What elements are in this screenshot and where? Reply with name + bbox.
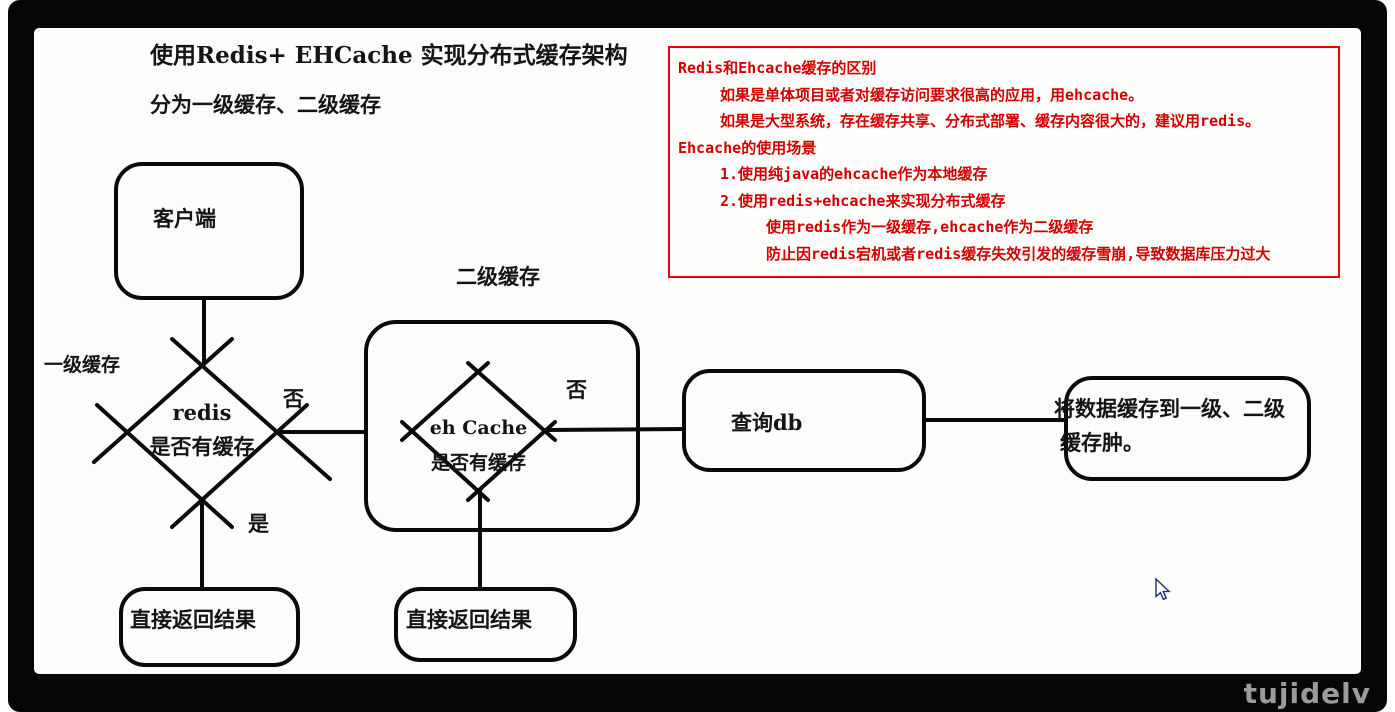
note-line: Redis和Ehcache缓存的区别 xyxy=(678,59,877,77)
return-left-label: 直接返回结果 xyxy=(130,607,256,632)
ehcache-diamond-label-1: eh Cache xyxy=(429,417,528,439)
note-line: 如果是单体项目或者对缓存访问要求很高的应用，用ehcache。 xyxy=(720,85,1144,104)
notes-panel: Redis和Ehcache缓存的区别 如果是单体项目或者对缓存访问要求很高的应用… xyxy=(668,46,1340,278)
redis-diamond-label-1: redis xyxy=(172,400,232,425)
level2-cache-label: 二级缓存 xyxy=(456,264,540,289)
branch-yes-label: 是 xyxy=(248,511,269,536)
store-node-label-1: 将数据缓存到一级、二级 xyxy=(1054,396,1285,421)
note-line: 2.使用redis+ehcache来实现分布式缓存 xyxy=(720,191,1006,210)
client-node-label: 客户端 xyxy=(153,206,216,231)
branch-no-label-2: 否 xyxy=(566,377,587,402)
note-line: 如果是大型系统，存在缓存共享、分布式部署、缓存内容很大的，建议用redis。 xyxy=(720,112,1261,130)
note-line: 1.使用纯java的ehcache作为本地缓存 xyxy=(720,165,988,183)
watermark: tujidelv xyxy=(1243,677,1371,710)
note-line: Ehcache的使用场景 xyxy=(678,138,817,157)
redis-diamond-label-2: 是否有缓存 xyxy=(149,434,255,459)
querydb-node-label: 查询db xyxy=(731,410,803,435)
branch-no-label-1: 否 xyxy=(283,386,304,411)
return-mid-label: 直接返回结果 xyxy=(406,607,532,632)
page-title: 使用Redis+ EHCache 实现分布式缓存架构 xyxy=(150,42,628,69)
note-line: 防止因redis宕机或者redis缓存失效引发的缓存雪崩,导致数据库压力过大 xyxy=(766,244,1271,263)
note-line: 使用redis作为一级缓存,ehcache作为二级缓存 xyxy=(766,218,1094,236)
store-node-label-2: 缓存肿。 xyxy=(1060,430,1144,455)
level1-cache-label: 一级缓存 xyxy=(44,354,121,376)
page-subtitle: 分为一级缓存、二级缓存 xyxy=(150,92,381,117)
ehcache-diamond-label-2: 是否有缓存 xyxy=(430,452,526,474)
